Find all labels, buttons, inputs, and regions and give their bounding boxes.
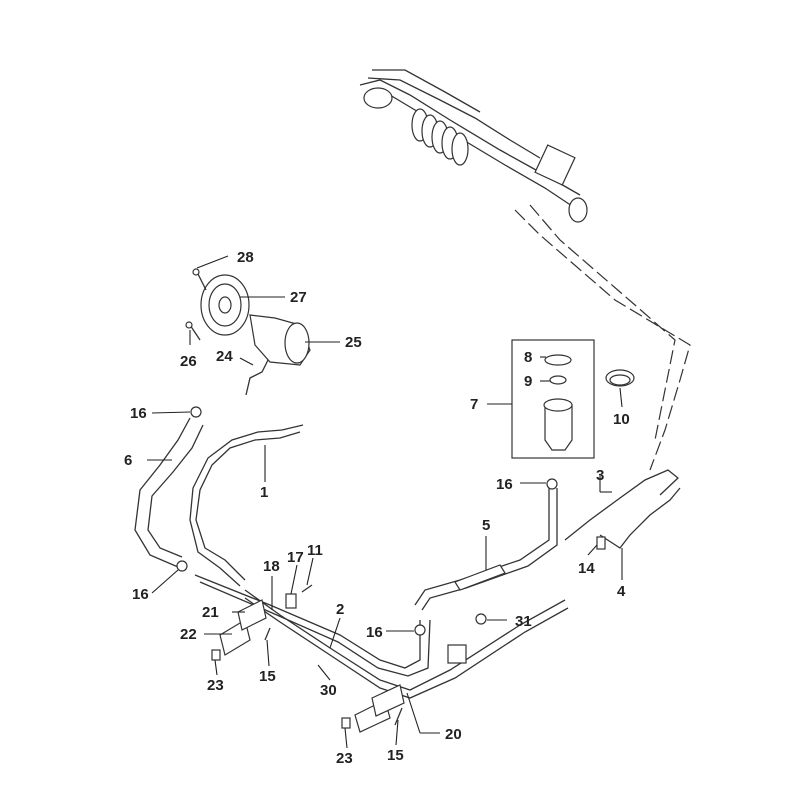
callout-23-lower: 23 [336,750,353,767]
callout-16-lower-left: 16 [132,586,149,603]
callout-27: 27 [290,289,307,306]
rack-pressure-line-upper [514,209,691,471]
callout-6: 6 [124,452,132,469]
pressure-hose-1-b [189,424,304,587]
callout-17: 17 [287,549,304,566]
bolt-15-lower [394,707,403,726]
callout-3: 3 [596,467,604,484]
pressure-line-30-a [244,589,566,691]
fitting-31 [475,613,487,625]
clamp-16-lower-left [176,560,188,572]
callout-2: 2 [336,601,344,618]
callout-22: 22 [180,626,197,643]
clamp-16-center [414,624,426,636]
callout-4: 4 [617,583,626,600]
clip-17 [285,593,297,609]
return-line-2-b [199,581,431,677]
callout-1: 1 [260,484,268,501]
callout-18: 18 [263,558,280,575]
reservoir-7 [543,354,573,451]
callout-25: 25 [345,334,362,351]
clamp-16-upper-left [190,406,202,418]
callout-9: 9 [524,373,532,390]
callout-21: 21 [202,604,219,621]
callout-20: 20 [445,726,462,743]
hose-4 [599,487,681,549]
steering-gear-rack [359,69,588,223]
hose-5-a [414,488,550,606]
rack-return-line-upper [529,204,676,441]
bolt-11 [301,584,313,593]
callout-16-reservoir: 16 [496,476,513,493]
clip-14 [596,536,606,550]
callout-30: 30 [320,682,337,699]
callout-labels: 28 27 25 26 24 16 6 1 16 18 17 11 21 22 … [124,249,630,767]
callout-11: 11 [307,542,323,559]
bolt-15-left [264,627,271,641]
bolt-28 [192,268,207,291]
callout-31: 31 [515,613,532,630]
callout-8: 8 [524,349,532,366]
rack-bellows [411,108,469,166]
hose-3 [564,469,679,541]
power-steering-pump [200,274,311,396]
clamp-10 [605,369,635,387]
callout-7: 7 [470,396,478,413]
callout-23-left: 23 [207,677,224,694]
leader-lines [147,255,623,749]
reservoir-group-box [511,339,595,459]
pressure-hose-1-a [195,431,301,581]
clamp-16-reservoir [546,478,558,490]
hose-5-b [421,488,558,611]
callout-28: 28 [237,249,254,266]
bolt-26 [185,321,201,341]
return-line-2-a [194,574,421,669]
callout-16-center: 16 [366,624,383,641]
callout-10: 10 [613,411,630,428]
bracket-group-lower [341,684,405,733]
suction-hose-6-b [147,424,204,558]
callout-5: 5 [482,517,490,534]
callout-26: 26 [180,353,197,370]
suction-hose-6-a [134,417,191,568]
callout-15-left: 15 [259,668,276,685]
callout-24: 24 [216,348,233,365]
callout-14: 14 [578,560,595,577]
callout-16-upper-left: 16 [130,405,147,422]
hose-5-sleeve [454,564,506,591]
callout-15-lower: 15 [387,747,404,764]
bracket-group-center [447,644,467,664]
bracket-group-left [211,599,267,661]
